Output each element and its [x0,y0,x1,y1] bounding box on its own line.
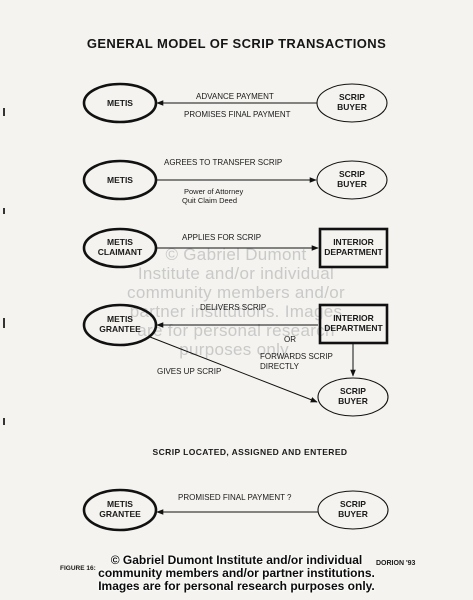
metis-node [82,159,158,201]
interior-department-node-label: DEPARTMENT [324,247,383,257]
watermark-line: purposes only. [179,340,293,359]
watermark-line: community members and/or [127,283,345,302]
row-advance-payment: METIS SCRIP BUYER ADVANCE PAYMENT PROMIS… [82,82,388,124]
scrip-buyer-node [316,160,388,200]
metis-grantee-node-label: GRANTEE [99,509,141,519]
scrip-buyer-node-label: SCRIP [339,169,365,179]
metis-grantee-node-label: GRANTEE [99,324,141,334]
metis-node-label: METIS [107,98,133,108]
metis-grantee-node [82,488,158,532]
section-heading: SCRIP LOCATED, ASSIGNED AND ENTERED [153,447,348,457]
power-of-attorney-label: Power of Attorney [184,187,243,196]
promised-final-payment-label: PROMISED FINAL PAYMENT ? [178,493,292,502]
interior-department-node [318,227,389,269]
row-agrees-to-transfer: METIS SCRIP BUYER AGREES TO TRANSFER SCR… [82,158,388,205]
copyright-line: © Gabriel Dumont Institute and/or indivi… [110,553,363,567]
forwards-scrip-label: FORWARDS SCRIP [260,352,333,361]
watermark: © Gabriel Dumont Institute and/or indivi… [127,245,345,359]
metis-node [82,82,158,124]
row-delivers-scrip: METIS GRANTEE INTERIOR DEPARTMENT SCRIP … [82,303,389,417]
scrip-buyer-node [317,490,389,530]
gives-up-scrip-label: GIVES UP SCRIP [157,367,221,376]
binding-mark [3,208,5,214]
quit-claim-deed-label: Quit Claim Deed [182,196,237,205]
interior-department-node-label: INTERIOR [333,237,374,247]
row-applies-for-scrip: METIS CLAIMANT INTERIOR DEPARTMENT APPLI… [82,227,389,269]
binding-mark [3,108,5,116]
watermark-line: Institute and/or individual [138,264,334,283]
delivers-scrip-label: DELIVERS SCRIP [200,303,266,312]
metis-node-label: METIS [107,175,133,185]
watermark-line: © Gabriel Dumont [165,245,306,264]
or-label: OR [284,335,296,344]
interior-department-node-label: DEPARTMENT [324,323,383,333]
scrip-buyer-node-label: BUYER [338,509,368,519]
diagram-title: GENERAL MODEL OF SCRIP TRANSACTIONS [86,36,387,51]
binding-mark [3,418,5,425]
scrip-buyer-node [317,377,389,417]
gives-up-scrip-arrow [149,336,318,403]
promises-final-payment-label: PROMISES FINAL PAYMENT [184,110,291,119]
scrip-buyer-node-label: SCRIP [340,386,366,396]
metis-grantee-node-label: METIS [107,314,133,324]
applies-for-scrip-label: APPLIES FOR SCRIP [182,233,261,242]
copyright-notice: © Gabriel Dumont Institute and/or indivi… [0,554,473,593]
scrip-buyer-node-label: BUYER [338,396,368,406]
metis-grantee-node [82,303,158,347]
interior-department-node-label: INTERIOR [333,313,374,323]
metis-claimant-node-label: CLAIMANT [98,247,143,257]
row-promised-final-payment: METIS GRANTEE SCRIP BUYER PROMISED FINAL… [82,488,389,532]
watermark-line: partner institutions. Images [130,302,343,321]
watermark-line: are for personal research [137,321,334,340]
advance-payment-label: ADVANCE PAYMENT [196,92,274,101]
directly-label: DIRECTLY [260,362,300,371]
copyright-line: Images are for personal research purpose… [98,579,375,593]
scrip-buyer-node-label: SCRIP [340,499,366,509]
scrip-buyer-node-label: SCRIP [339,92,365,102]
metis-claimant-node-label: METIS [107,237,133,247]
scrip-buyer-node-label: BUYER [337,102,367,112]
figure-caption: FIGURE 16: [60,565,96,572]
figure-credit: DORION '93 [376,560,416,567]
metis-grantee-node-label: METIS [107,499,133,509]
agrees-to-transfer-label: AGREES TO TRANSFER SCRIP [164,158,282,167]
copyright-line: community members and/or partner institu… [98,566,375,580]
metis-claimant-node [82,227,158,269]
scrip-buyer-node-label: BUYER [337,179,367,189]
binding-mark [3,318,5,328]
